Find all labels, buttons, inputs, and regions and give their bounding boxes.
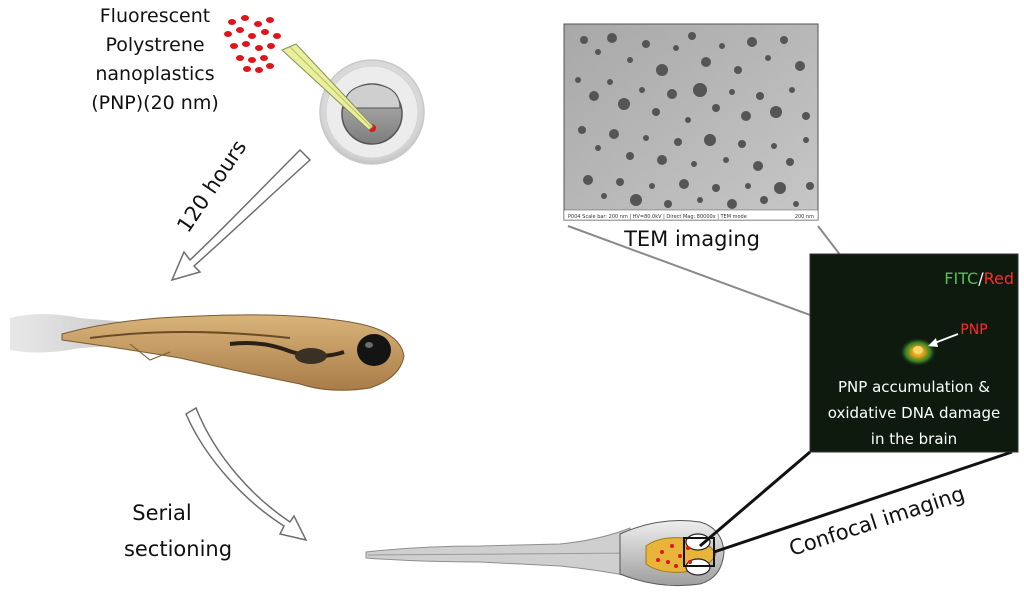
injection-label-line-2: Polystrene [105,34,204,56]
zebrafish-larva-side [10,314,405,391]
confocal-description-line-2: oxidative DNA damage [828,404,1000,422]
legend-slash: / [978,269,984,288]
tem-footer-text: P004 Scale bar: 200 nm | HV=80.0kV | Dir… [568,214,747,220]
injection-label: Fluorescent Polystrene nanoplastics (PNP… [91,5,219,114]
tem-scale-text: 200 nm [795,214,814,220]
confocal-label: Confocal imaging [786,481,967,560]
arrow-incubation [170,148,312,282]
confocal-description-line-3: in the brain [871,430,957,448]
legend-text: FITC/Red [944,269,1014,288]
brain-region [645,533,717,576]
legend-fitc: FITC [944,269,978,288]
embryo-egg [341,83,403,145]
embryo-dish [319,59,425,165]
nanoplastic-particles [224,15,281,73]
injection-label-line-1: Fluorescent [100,5,210,27]
injection-label-line-3: nanoplastics [95,63,214,85]
pnp-pointer-label: PNP [960,322,987,338]
sectioning-label-line-2: sectioning [124,537,232,561]
injection-label-line-4: (PNP)(20 nm) [91,92,219,114]
sectioning-label-line-1: Serial [132,501,191,525]
zebrafish-larva-dorsal [365,520,725,587]
tem-caption: TEM imaging [623,227,760,251]
confocal-panel: FITC/Red PNP PNP accumulation & oxidativ… [809,253,1019,453]
tem-particles [575,32,814,209]
injection-needle [281,43,374,131]
arrow-sectioning [185,406,308,542]
legend-red: Red [984,269,1014,288]
confocal-description-line-1: PNP accumulation & [838,378,990,396]
tem-image: P004 Scale bar: 200 nm | HV=80.0kV | Dir… [563,23,819,221]
